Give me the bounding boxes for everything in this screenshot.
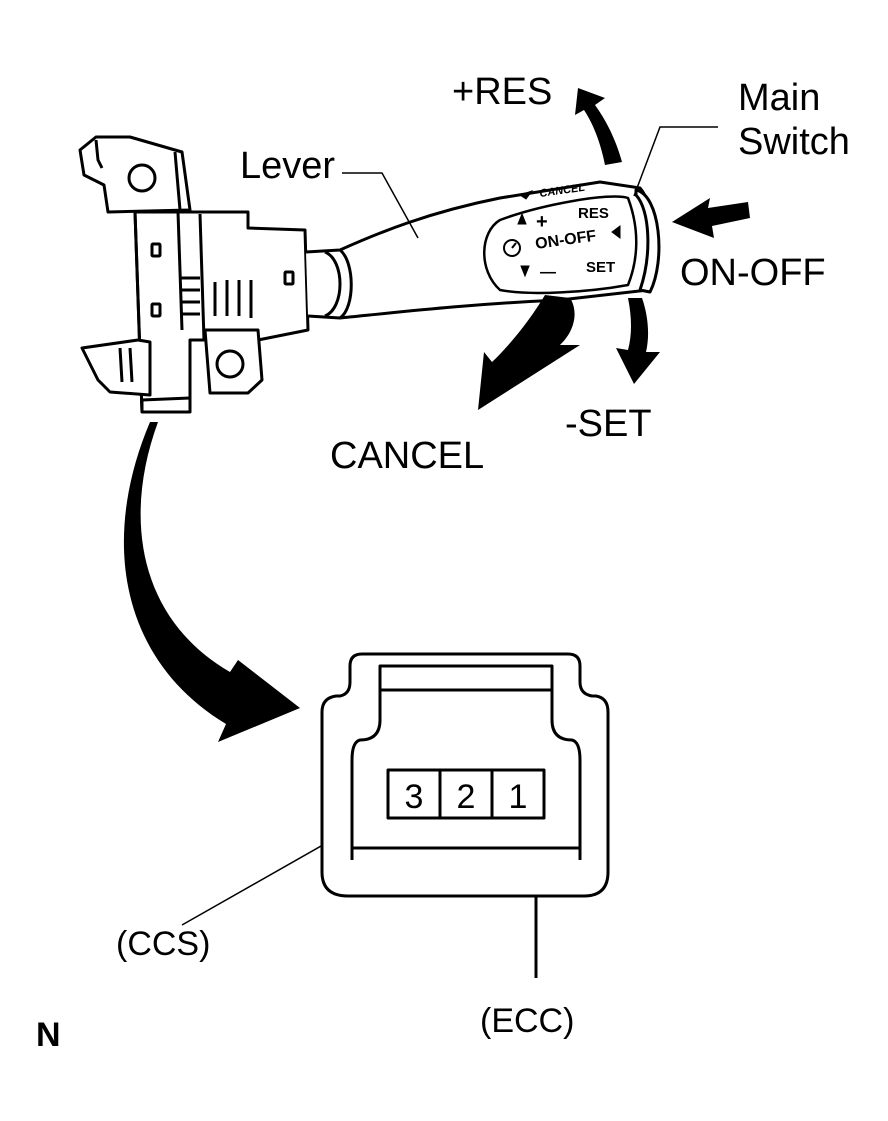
switch-body — [78, 135, 310, 414]
face-symbols — [503, 190, 621, 278]
pin-3-box — [386, 768, 442, 820]
face-minus-text: — — [540, 264, 556, 281]
pin-1-box — [490, 768, 546, 820]
connector-arrow-icon — [123, 422, 300, 742]
plus-res-label: +RES — [452, 71, 552, 113]
ecc-label: (ECC) — [480, 1002, 574, 1040]
lever-arm — [305, 180, 661, 320]
pin-1-label: 1 — [509, 778, 528, 816]
main-switch-leader-line — [633, 126, 718, 197]
cancel-arrow-icon — [478, 295, 580, 410]
lever-leader-line — [342, 172, 419, 239]
on-off-arrow-icon — [672, 198, 750, 238]
face-set-text: SET — [586, 259, 615, 276]
pin-3-label: 3 — [405, 778, 424, 816]
connector — [320, 652, 610, 898]
pin-2-label: 2 — [457, 778, 476, 816]
main-switch-label-line1: Main — [738, 77, 820, 119]
face-plus-text: + — [536, 211, 548, 233]
on-off-label: ON-OFF — [680, 252, 826, 294]
res-arrow-icon — [575, 88, 622, 165]
minus-set-label: -SET — [565, 403, 652, 445]
set-arrow-icon — [616, 298, 660, 384]
ccs-label: (CCS) — [116, 925, 210, 963]
lever-label: Lever — [240, 145, 335, 187]
face-res-text: RES — [578, 205, 609, 222]
cancel-label: CANCEL — [330, 435, 484, 477]
main-switch-label-line2: Switch — [738, 121, 850, 163]
corner-letter: N — [36, 1016, 61, 1054]
direction-arrows — [123, 88, 750, 742]
